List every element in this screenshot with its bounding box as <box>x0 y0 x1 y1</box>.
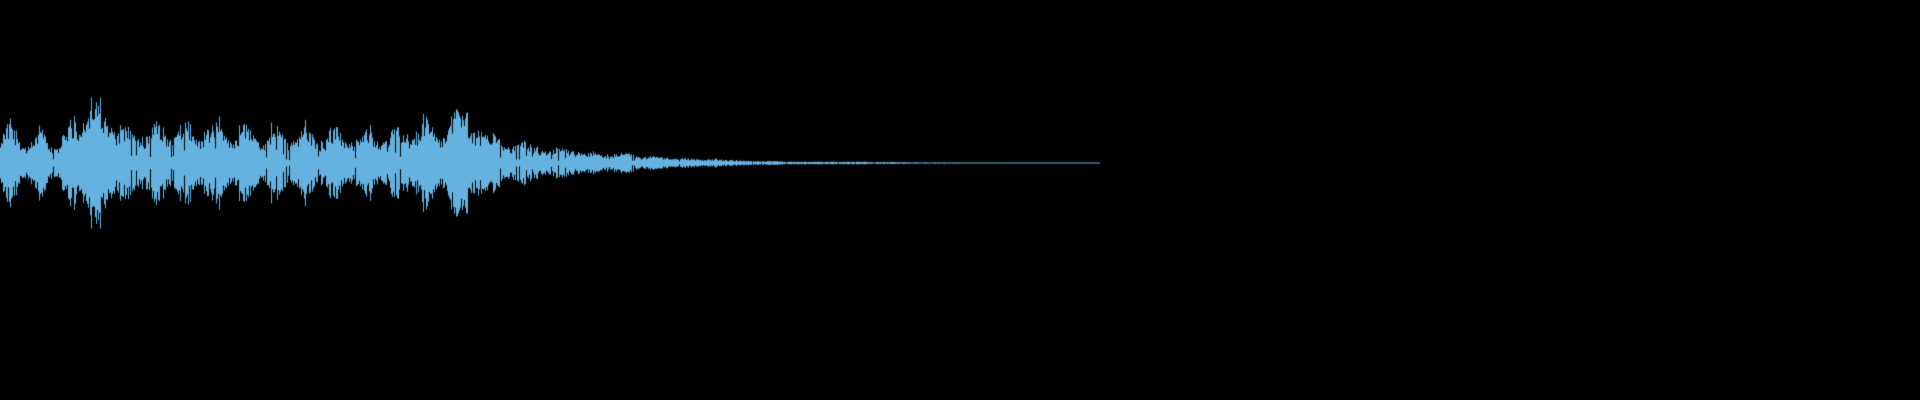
audio-waveform-canvas[interactable] <box>0 0 1920 400</box>
waveform-app: Audio Waveform Blue symmetric audio wave… <box>0 0 1920 400</box>
